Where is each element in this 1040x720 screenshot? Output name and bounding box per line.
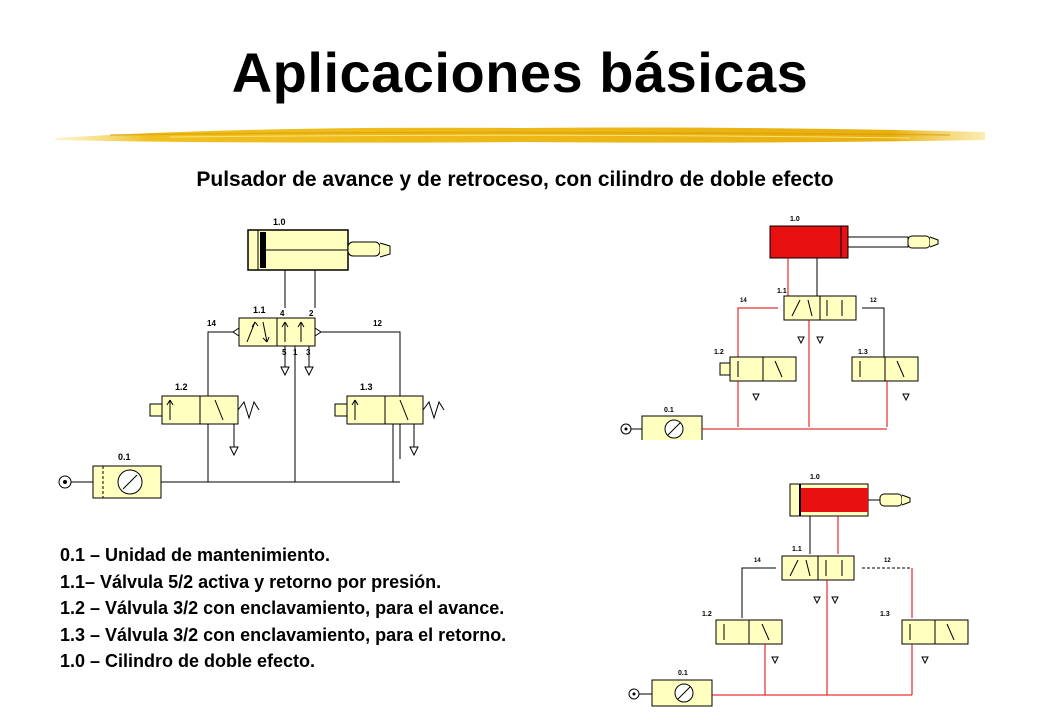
cylinder-label: 1.0 — [790, 216, 800, 223]
port-12-label: 12 — [870, 298, 877, 304]
cylinder — [247, 229, 391, 271]
valve-3-2-advance — [149, 395, 260, 425]
main-valve-label: 1.1 — [792, 546, 802, 553]
port-14-label: 14 — [754, 558, 761, 564]
port-14-label: 14 — [207, 319, 216, 328]
cylinder-active — [789, 483, 911, 517]
valve-3-2-return — [334, 395, 445, 425]
legend-item: 1.1– Válvula 5/2 activa y retorno por pr… — [60, 571, 442, 592]
service-unit — [92, 465, 162, 499]
valve-3-2-advance — [719, 356, 797, 382]
valve-5-2 — [232, 317, 322, 347]
cylinder-active — [769, 225, 939, 259]
valve-3-2-return — [851, 356, 919, 382]
port-4-label: 4 — [280, 309, 285, 318]
title-underline — [55, 127, 985, 143]
advance-valve-label: 1.2 — [702, 611, 712, 618]
main-valve-label: 1.1 — [777, 288, 787, 295]
port-12-label: 12 — [373, 319, 382, 328]
circuit-rest-diagram: 1.0 1.1 4 2 14 12 5 1 3 1.2 — [58, 217, 445, 499]
cylinder-label: 1.0 — [810, 474, 820, 481]
slide-subtitle: Pulsador de avance y de retroceso, con c… — [196, 168, 834, 191]
slide-title: Aplicaciones básicas — [231, 41, 809, 104]
component-legend: 0.1 – Unidad de mantenimiento. 1.1– Válv… — [60, 542, 506, 675]
advance-valve-label: 1.2 — [714, 349, 724, 356]
advance-valve-label: 1.2 — [175, 382, 188, 392]
legend-item: 1.0 – Cilindro de doble efecto. — [60, 651, 316, 671]
port-2-label: 2 — [309, 309, 314, 318]
service-unit — [651, 679, 713, 707]
legend-item: 1.3 – Válvula 3/2 con enclavamiento, par… — [60, 624, 507, 645]
main-valve-label: 1.1 — [253, 305, 266, 315]
return-valve-label: 1.3 — [360, 382, 373, 392]
valve-5-2 — [781, 555, 855, 581]
valve-3-2-advance — [715, 619, 783, 645]
port-12-label: 12 — [884, 558, 891, 564]
valve-3-2-return — [901, 619, 969, 645]
valve-5-2 — [783, 295, 857, 321]
service-unit-label: 0.1 — [678, 670, 688, 677]
cylinder-label: 1.0 — [273, 217, 286, 227]
legend-item: 0.1 – Unidad de mantenimiento. — [60, 545, 331, 565]
service-unit-label: 0.1 — [664, 407, 674, 414]
circuit-return-diagram: 1.0 1.1 14 12 1.2 1.3 0.1 — [628, 474, 969, 707]
port-14-label: 14 — [740, 298, 747, 304]
circuit-advance-diagram: 1.0 1.1 14 12 1.2 1.3 0.1 — [620, 216, 939, 440]
service-unit — [641, 415, 703, 440]
return-valve-label: 1.3 — [858, 349, 868, 356]
service-unit-label: 0.1 — [118, 452, 131, 462]
return-valve-label: 1.3 — [880, 611, 890, 618]
legend-item: 1.2 – Válvula 3/2 con enclavamiento, par… — [60, 598, 505, 618]
